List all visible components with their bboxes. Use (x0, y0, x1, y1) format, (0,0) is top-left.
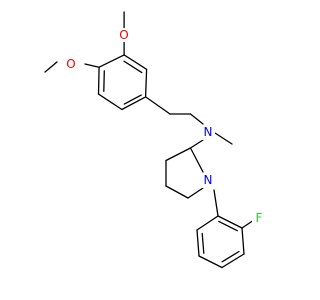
bond (98, 54, 125, 68)
amine-bonds (189, 132, 233, 149)
bond (165, 147, 192, 162)
fluorophenyl-ring (196, 215, 245, 269)
dimethoxyphenyl-ring (97, 54, 148, 111)
bond (218, 220, 238, 232)
oxygen-atom: O (119, 28, 128, 42)
atom-label-n-ring: N (200, 173, 215, 188)
bond (189, 113, 204, 125)
bond (144, 68, 148, 98)
bond (221, 250, 240, 263)
bond (213, 189, 219, 217)
bond (198, 255, 223, 269)
bond (187, 187, 204, 199)
bond (221, 253, 245, 269)
methoxy-groups (44, 11, 125, 73)
bond (123, 60, 143, 74)
piperidine-ring (165, 147, 204, 199)
bond (144, 96, 171, 115)
fluorine-atom: F (256, 211, 263, 225)
bond (84, 63, 100, 68)
structure-canvas: O O N N F (44, 11, 266, 269)
bond (123, 94, 142, 105)
nitrogen-atom: N (204, 173, 213, 187)
bond (196, 215, 219, 231)
bond (189, 147, 204, 173)
atom-label-o-top: O (117, 28, 131, 42)
bond (165, 185, 189, 199)
bond (217, 215, 243, 229)
atom-label-o-left: O (64, 57, 78, 71)
nitrogen-atom: N (204, 125, 213, 139)
bond (97, 93, 123, 111)
oxygen-atom: O (66, 57, 75, 71)
bond (241, 227, 245, 255)
bond (189, 139, 204, 149)
ethyl-linker (144, 96, 204, 125)
bond (103, 70, 105, 92)
bond (44, 61, 58, 73)
molecule-structure: O O N N F (44, 11, 266, 269)
benzyl-linker (213, 189, 219, 217)
atom-label-fluorine: F (252, 211, 266, 225)
bond (121, 96, 147, 111)
bond (214, 132, 233, 145)
atom-label-n-amine: N (200, 125, 215, 140)
bond (123, 54, 148, 70)
bond (201, 232, 205, 254)
bond (196, 229, 200, 257)
bond (97, 66, 100, 95)
